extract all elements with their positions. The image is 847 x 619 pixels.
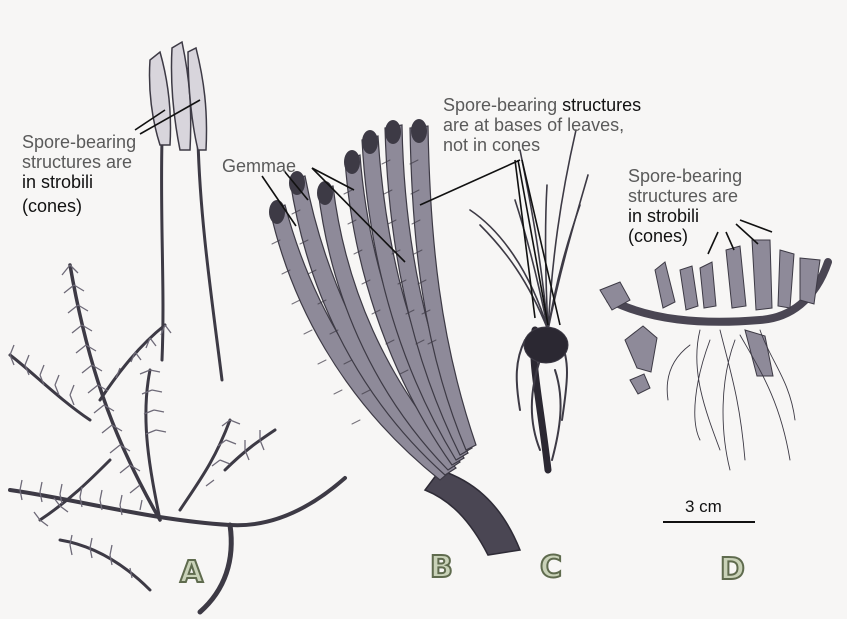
label-a-strobili: strobili — [41, 172, 93, 192]
label-d-line2: structures are — [628, 186, 742, 206]
label-c-line3: not in cones — [443, 135, 641, 155]
label-c-line2: are at bases of leaves, — [443, 115, 641, 135]
label-d-line4: (cones) — [628, 226, 742, 246]
panel-letter-a: A — [180, 555, 203, 590]
panel-letter-c: C — [540, 550, 562, 585]
label-a-line2: structures are — [22, 152, 136, 172]
label-a: Spore-bearing structures are in strobili… — [22, 132, 136, 216]
specimen-a — [10, 42, 345, 612]
panel-letter-b: B — [430, 550, 453, 585]
label-a-line1: Spore-bearing — [22, 132, 136, 152]
specimen-d — [600, 240, 828, 470]
label-a-line4: (cones) — [22, 196, 136, 216]
label-d-line3: in strobili — [628, 206, 742, 226]
label-d-line3-prefix: in — [628, 206, 647, 226]
label-d: Spore-bearing structures are in strobili… — [628, 166, 742, 246]
label-c-structures: structures — [562, 95, 641, 115]
specimen-b — [269, 119, 520, 555]
label-c-line1-prefix: Spore-bearing — [443, 95, 562, 115]
label-c-line1: Spore-bearing structures — [443, 95, 641, 115]
label-c: Spore-bearing structures are at bases of… — [443, 95, 641, 155]
label-gemmae: Gemmae — [222, 156, 296, 176]
specimen-c — [470, 130, 588, 470]
label-a-line3-prefix: in — [22, 172, 41, 192]
panel-letter-d: D — [720, 552, 745, 587]
label-d-strobili: strobili — [647, 206, 699, 226]
scale-bar-label: 3 cm — [685, 497, 722, 517]
specimen-a-leaves — [10, 265, 264, 578]
label-a-line3: in strobili — [22, 172, 136, 192]
label-d-line1: Spore-bearing — [628, 166, 742, 186]
